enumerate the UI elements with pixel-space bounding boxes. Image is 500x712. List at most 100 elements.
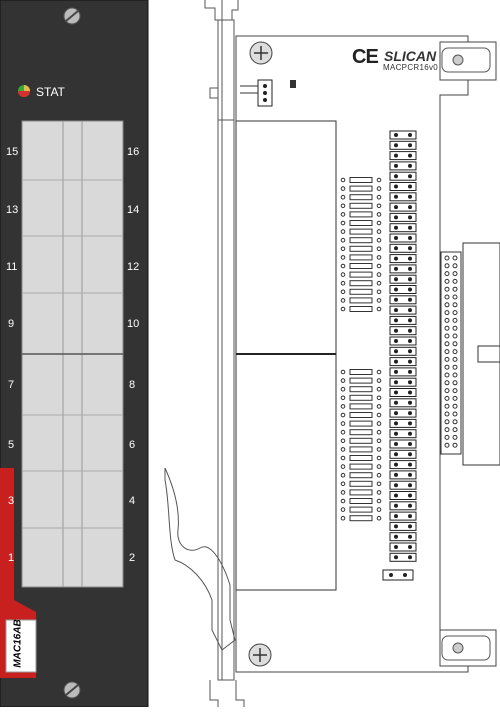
connector-pin [452,403,458,409]
connector-pin [452,434,458,440]
module-tag: MAC16AB [6,619,36,672]
terminal-pin [394,328,398,333]
terminal-pair [389,460,417,470]
component-lead [376,421,382,426]
terminal-pair [389,480,417,490]
port-number-left: 13 [6,204,19,216]
terminal-pair [389,357,417,367]
port-window [21,120,124,588]
terminal-pair [389,202,417,212]
terminal-pin [408,266,412,271]
terminal-pin [394,236,398,240]
connector-pin [452,364,458,370]
resistor [349,429,373,436]
terminal-pin [394,174,398,179]
terminal-pair [389,295,417,305]
resistor [349,412,373,418]
component-lead [376,507,382,512]
connector-pin [452,442,458,448]
terminal-pin [394,256,398,261]
component-lead [340,507,346,512]
terminal-pin [394,431,398,436]
terminal-pair [389,140,417,150]
terminal-pair [389,408,417,418]
connector-pin [452,411,458,417]
resistor [349,369,373,375]
terminal-pin [408,442,412,446]
terminal-pin [408,174,412,179]
component-lead [376,306,382,312]
terminal-pin [394,297,398,302]
port-number-left: 3 [8,495,15,507]
terminal-pin [394,503,398,508]
resistor [349,228,373,235]
terminal-pair [389,285,417,294]
port-number-right: 14 [127,204,140,216]
component-lead [376,263,382,269]
connector-pin [444,263,450,269]
component-lead [340,255,346,260]
resistor [349,245,373,252]
terminal-pin [408,421,412,426]
connector-pin [444,411,450,417]
component-lead [376,246,382,252]
terminal-pin [408,163,412,168]
terminal-pin [408,236,412,240]
terminal-pin [408,143,412,148]
terminal-pin [408,493,412,498]
status-label: STAT [36,85,65,99]
resistor [349,306,373,312]
terminal-pin [408,225,412,230]
terminal-pair [389,223,417,233]
terminal-pin [408,472,412,477]
component-lead [376,237,382,243]
terminal-pin [394,524,398,529]
connector-pin [444,372,450,378]
pcb-screw-top [249,41,273,65]
terminal-pin [394,246,398,251]
bottom-screw [63,681,81,699]
brand-logo: SLICAN [384,48,437,64]
component-lead [340,481,346,487]
terminal-pin [408,411,412,416]
resistor [349,297,373,304]
terminal-pin [408,246,412,251]
terminal-pair [389,336,417,346]
module-tag-label: MAC16AB [12,619,24,668]
connector-pin [444,364,450,370]
component-lead [340,280,346,286]
bottom-bracket [439,629,497,667]
connector-pin [444,317,450,323]
component-lead [376,378,382,383]
side-rail [164,0,286,707]
terminal-pin [394,163,398,168]
terminal-pin [394,318,398,323]
terminal-pin [408,308,412,313]
terminal-pair [389,192,417,202]
terminal-pin [408,555,412,560]
terminal-pin [394,380,398,385]
terminal-pin [394,143,398,148]
resistor [349,194,373,201]
component-lead [376,369,382,375]
terminal-pin [394,349,398,354]
terminal-pair [389,254,417,264]
port-number-left: 9 [8,318,15,330]
component-lead [340,229,346,234]
terminal-pin [408,184,412,189]
component-lead [376,404,382,409]
component-lead [340,412,346,418]
terminal-pin [394,205,398,210]
terminal-pin [394,369,398,374]
resistor [349,506,373,513]
terminal-pin [408,287,412,292]
terminal-pair [389,274,417,284]
port-number-left: 15 [6,146,19,158]
component-lead [340,464,346,469]
terminal-pin [394,555,398,560]
connector-pin [452,349,458,355]
connector-pin [444,302,450,308]
port-number-right: 4 [129,495,136,507]
terminal-pair [389,377,417,387]
